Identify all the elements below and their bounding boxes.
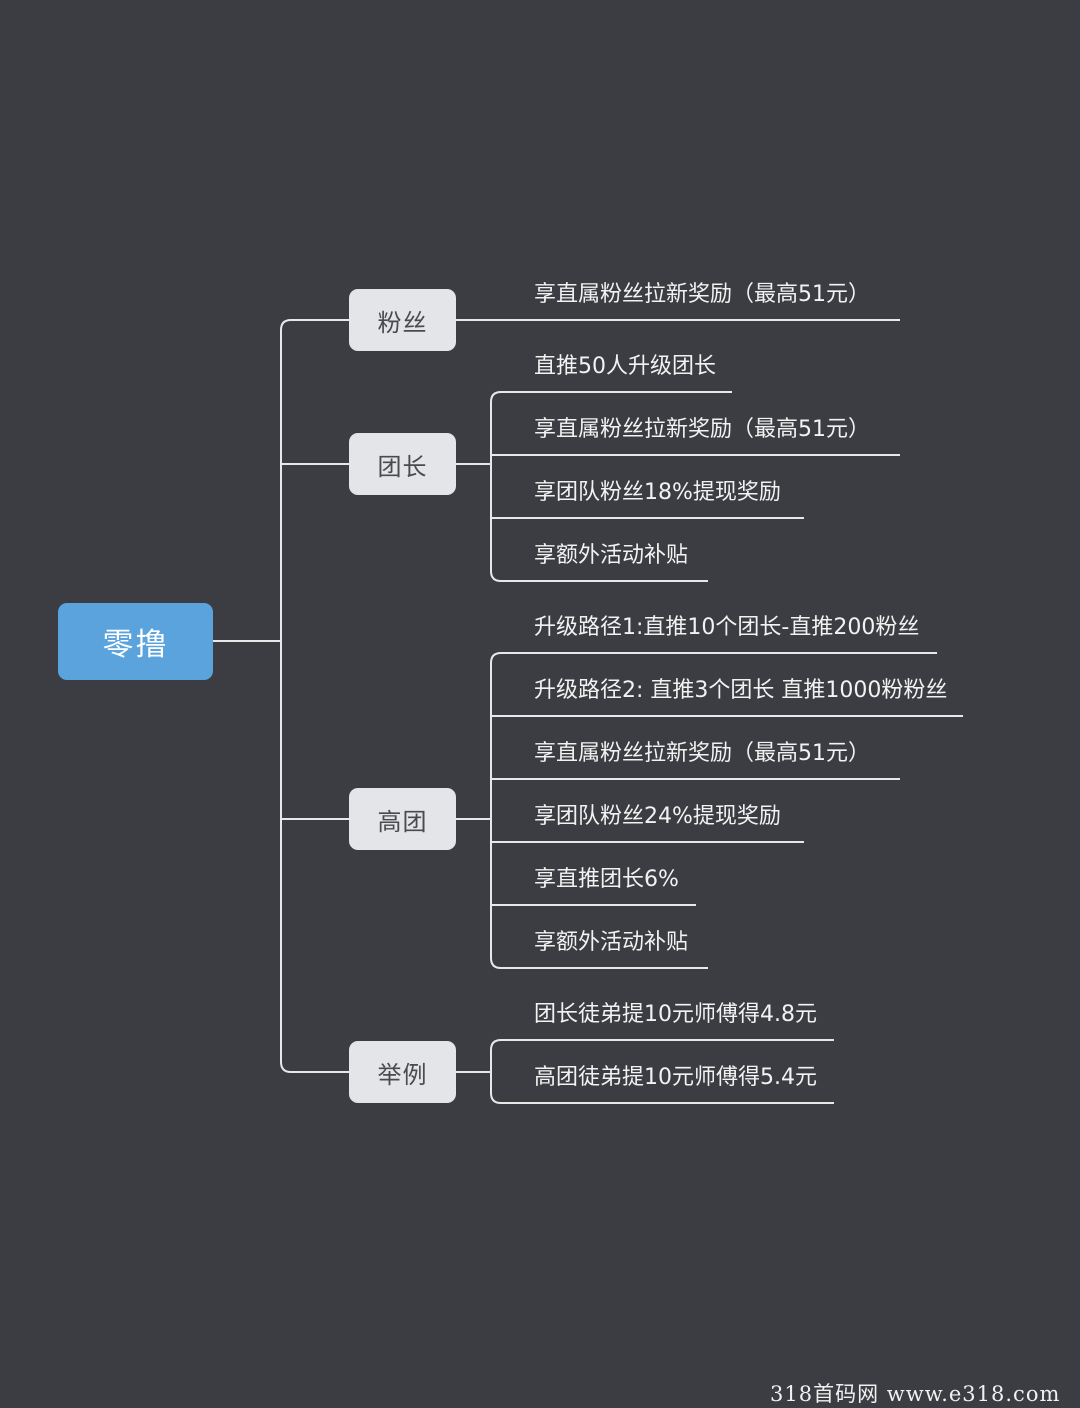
leaf-node: 享直属粉丝拉新奖励（最高51元） <box>534 417 870 442</box>
branch-node-example[interactable]: 举例 <box>349 1041 456 1103</box>
leaf-node: 团长徒弟提10元师傅得4.8元 <box>534 1002 817 1027</box>
leaf-node: 享直属粉丝拉新奖励（最高51元） <box>534 282 870 307</box>
leaf-node: 直推50人升级团长 <box>534 354 716 379</box>
branch-node-senior-team[interactable]: 高团 <box>349 788 456 850</box>
leaf-node: 享直推团长6% <box>534 867 679 892</box>
leaf-bracket <box>490 652 522 969</box>
leaf-node: 升级路径1:直推10个团长-直推200粉丝 <box>534 615 920 640</box>
leaf-node: 享额外活动补贴 <box>534 543 689 568</box>
root-node[interactable]: 零撸 <box>58 603 213 680</box>
branch-node-team-leader[interactable]: 团长 <box>349 433 456 495</box>
leaf-bracket <box>490 1039 522 1104</box>
watermark-text: 318首码网 www.e318.com <box>770 1382 1061 1406</box>
leaf-node: 高团徒弟提10元师傅得5.4元 <box>534 1065 817 1090</box>
leaf-node: 升级路径2: 直推3个团长 直推1000粉粉丝 <box>534 678 948 703</box>
leaf-node: 享团队粉丝18%提现奖励 <box>534 480 781 505</box>
leaf-node: 享团队粉丝24%提现奖励 <box>534 804 781 829</box>
branch-node-fans[interactable]: 粉丝 <box>349 289 456 351</box>
trunk-connector <box>280 319 349 1073</box>
leaf-node: 享直属粉丝拉新奖励（最高51元） <box>534 741 870 766</box>
leaf-bracket <box>490 391 522 582</box>
leaf-node: 享额外活动补贴 <box>534 930 689 955</box>
